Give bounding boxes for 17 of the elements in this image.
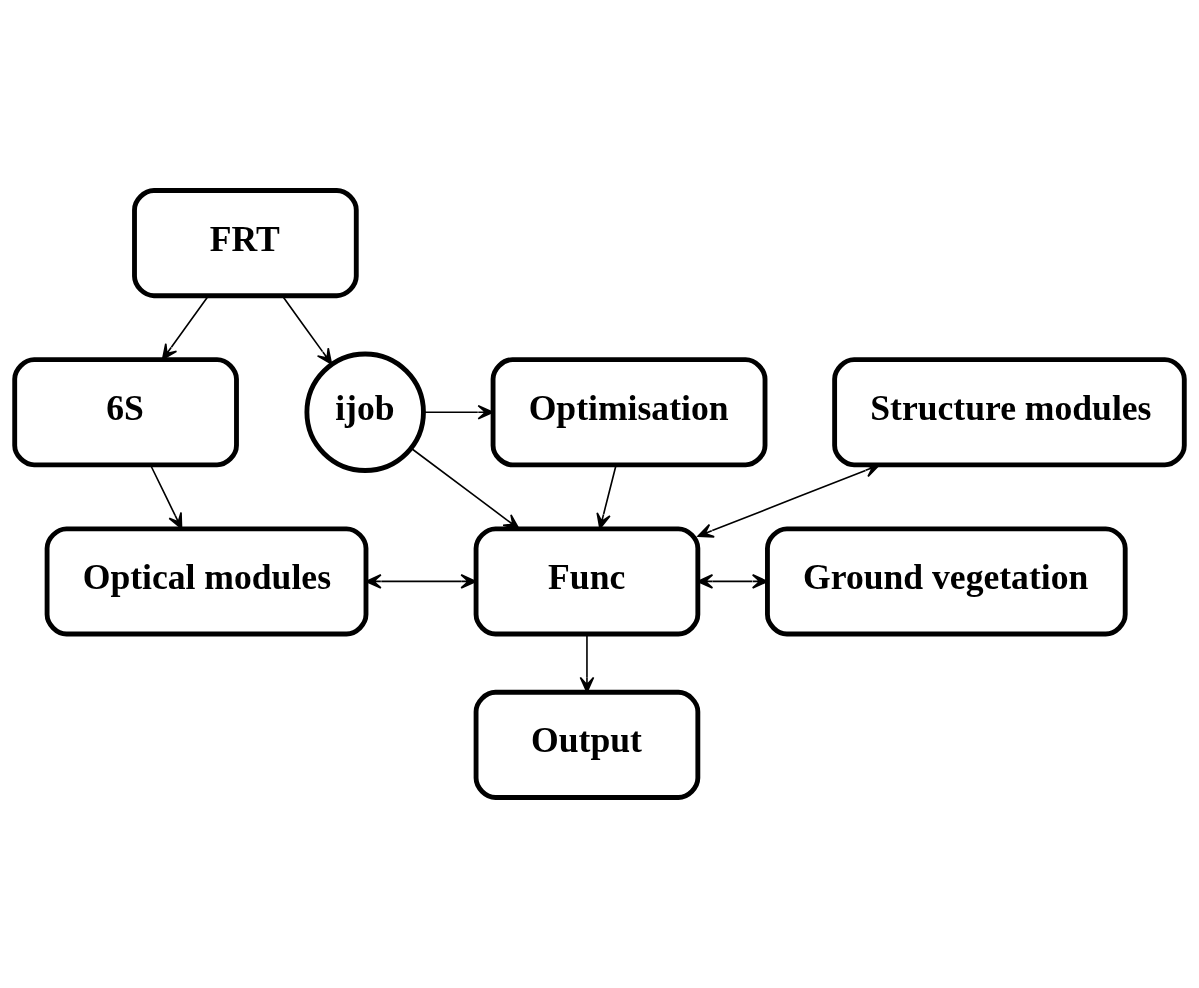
arrow xyxy=(596,464,617,530)
node-box: Func xyxy=(473,526,701,637)
arrow xyxy=(365,574,477,589)
arrow xyxy=(161,295,210,361)
node-box: 6S xyxy=(12,357,239,468)
arrow xyxy=(579,633,595,693)
node-box: Ground vegetation xyxy=(765,526,1128,637)
node-box: Output xyxy=(473,689,701,800)
arrow xyxy=(410,447,520,530)
node-box: FRT xyxy=(132,188,359,299)
arrow xyxy=(149,464,183,530)
node-box: Optical modules xyxy=(44,526,369,637)
node-circle: ijob xyxy=(304,351,426,473)
arrow xyxy=(281,295,333,365)
node-box: Structure modules xyxy=(832,357,1187,468)
node-box: Optimisation xyxy=(490,357,768,468)
arrow xyxy=(423,404,494,420)
